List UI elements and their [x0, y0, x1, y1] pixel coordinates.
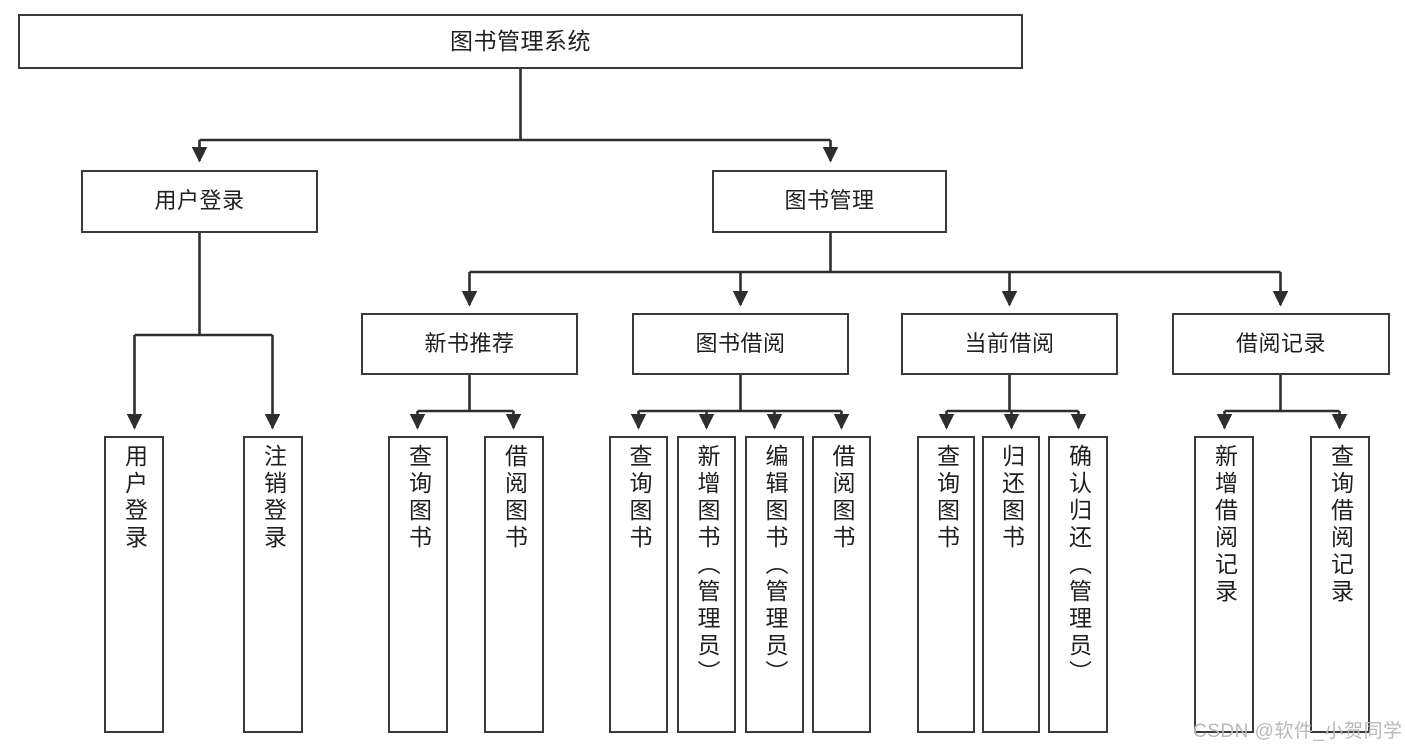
node-leaf-user-login-label: 用户登录	[121, 444, 148, 552]
node-leaf-borrow-book-2-label: 借阅图书	[829, 444, 855, 552]
node-leaf-confirm-return-label: 确认归还（管理员）	[1065, 444, 1092, 687]
node-current-borrow-label: 当前借阅	[964, 330, 1055, 356]
node-root[interactable]: 图书管理系统	[18, 14, 1023, 69]
node-user-login[interactable]: 用户登录	[81, 170, 318, 233]
node-leaf-return-book[interactable]: 归还图书	[982, 436, 1040, 733]
node-leaf-query-book-1[interactable]: 查询图书	[388, 436, 448, 733]
node-new-book-recommend[interactable]: 新书推荐	[361, 313, 578, 375]
node-leaf-query-borrow-record[interactable]: 查询借阅记录	[1310, 436, 1370, 733]
node-leaf-user-login[interactable]: 用户登录	[104, 436, 164, 733]
node-leaf-logout-login-label: 注销登录	[260, 444, 287, 552]
node-leaf-add-borrow-record-label: 新增借阅记录	[1211, 444, 1238, 606]
node-leaf-add-borrow-record[interactable]: 新增借阅记录	[1194, 436, 1254, 733]
node-leaf-return-book-label: 归还图书	[998, 444, 1025, 552]
node-leaf-query-book-2[interactable]: 查询图书	[609, 436, 668, 733]
node-leaf-borrow-book-2[interactable]: 借阅图书	[812, 436, 871, 733]
node-book-manage-label: 图书管理	[784, 188, 875, 214]
node-book-borrow[interactable]: 图书借阅	[632, 313, 849, 375]
node-leaf-query-book-3[interactable]: 查询图书	[917, 436, 975, 733]
node-new-book-recommend-label: 新书推荐	[424, 330, 515, 356]
node-leaf-add-book[interactable]: 新增图书（管理员）	[677, 436, 736, 733]
node-book-borrow-label: 图书借阅	[695, 330, 786, 356]
node-leaf-query-book-2-label: 查询图书	[626, 444, 652, 552]
node-leaf-query-borrow-record-label: 查询借阅记录	[1327, 444, 1354, 606]
node-leaf-borrow-book-1-label: 借阅图书	[501, 444, 528, 552]
node-root-label: 图书管理系统	[450, 27, 591, 54]
node-borrow-record[interactable]: 借阅记录	[1172, 313, 1390, 375]
node-leaf-add-book-label: 新增图书（管理员）	[694, 444, 720, 687]
node-leaf-query-book-3-label: 查询图书	[933, 444, 960, 552]
node-leaf-confirm-return[interactable]: 确认归还（管理员）	[1048, 436, 1108, 733]
node-current-borrow[interactable]: 当前借阅	[901, 313, 1118, 375]
watermark-text: CSDN @软件_小贺同学	[1193, 721, 1403, 742]
node-leaf-edit-book[interactable]: 编辑图书（管理员）	[745, 436, 804, 733]
node-leaf-logout-login[interactable]: 注销登录	[243, 436, 303, 733]
node-user-login-label: 用户登录	[154, 188, 245, 214]
node-book-manage[interactable]: 图书管理	[712, 170, 947, 233]
node-borrow-record-label: 借阅记录	[1235, 330, 1326, 356]
node-leaf-query-book-1-label: 查询图书	[405, 444, 432, 552]
node-leaf-borrow-book-1[interactable]: 借阅图书	[484, 436, 544, 733]
node-leaf-edit-book-label: 编辑图书（管理员）	[762, 444, 788, 687]
